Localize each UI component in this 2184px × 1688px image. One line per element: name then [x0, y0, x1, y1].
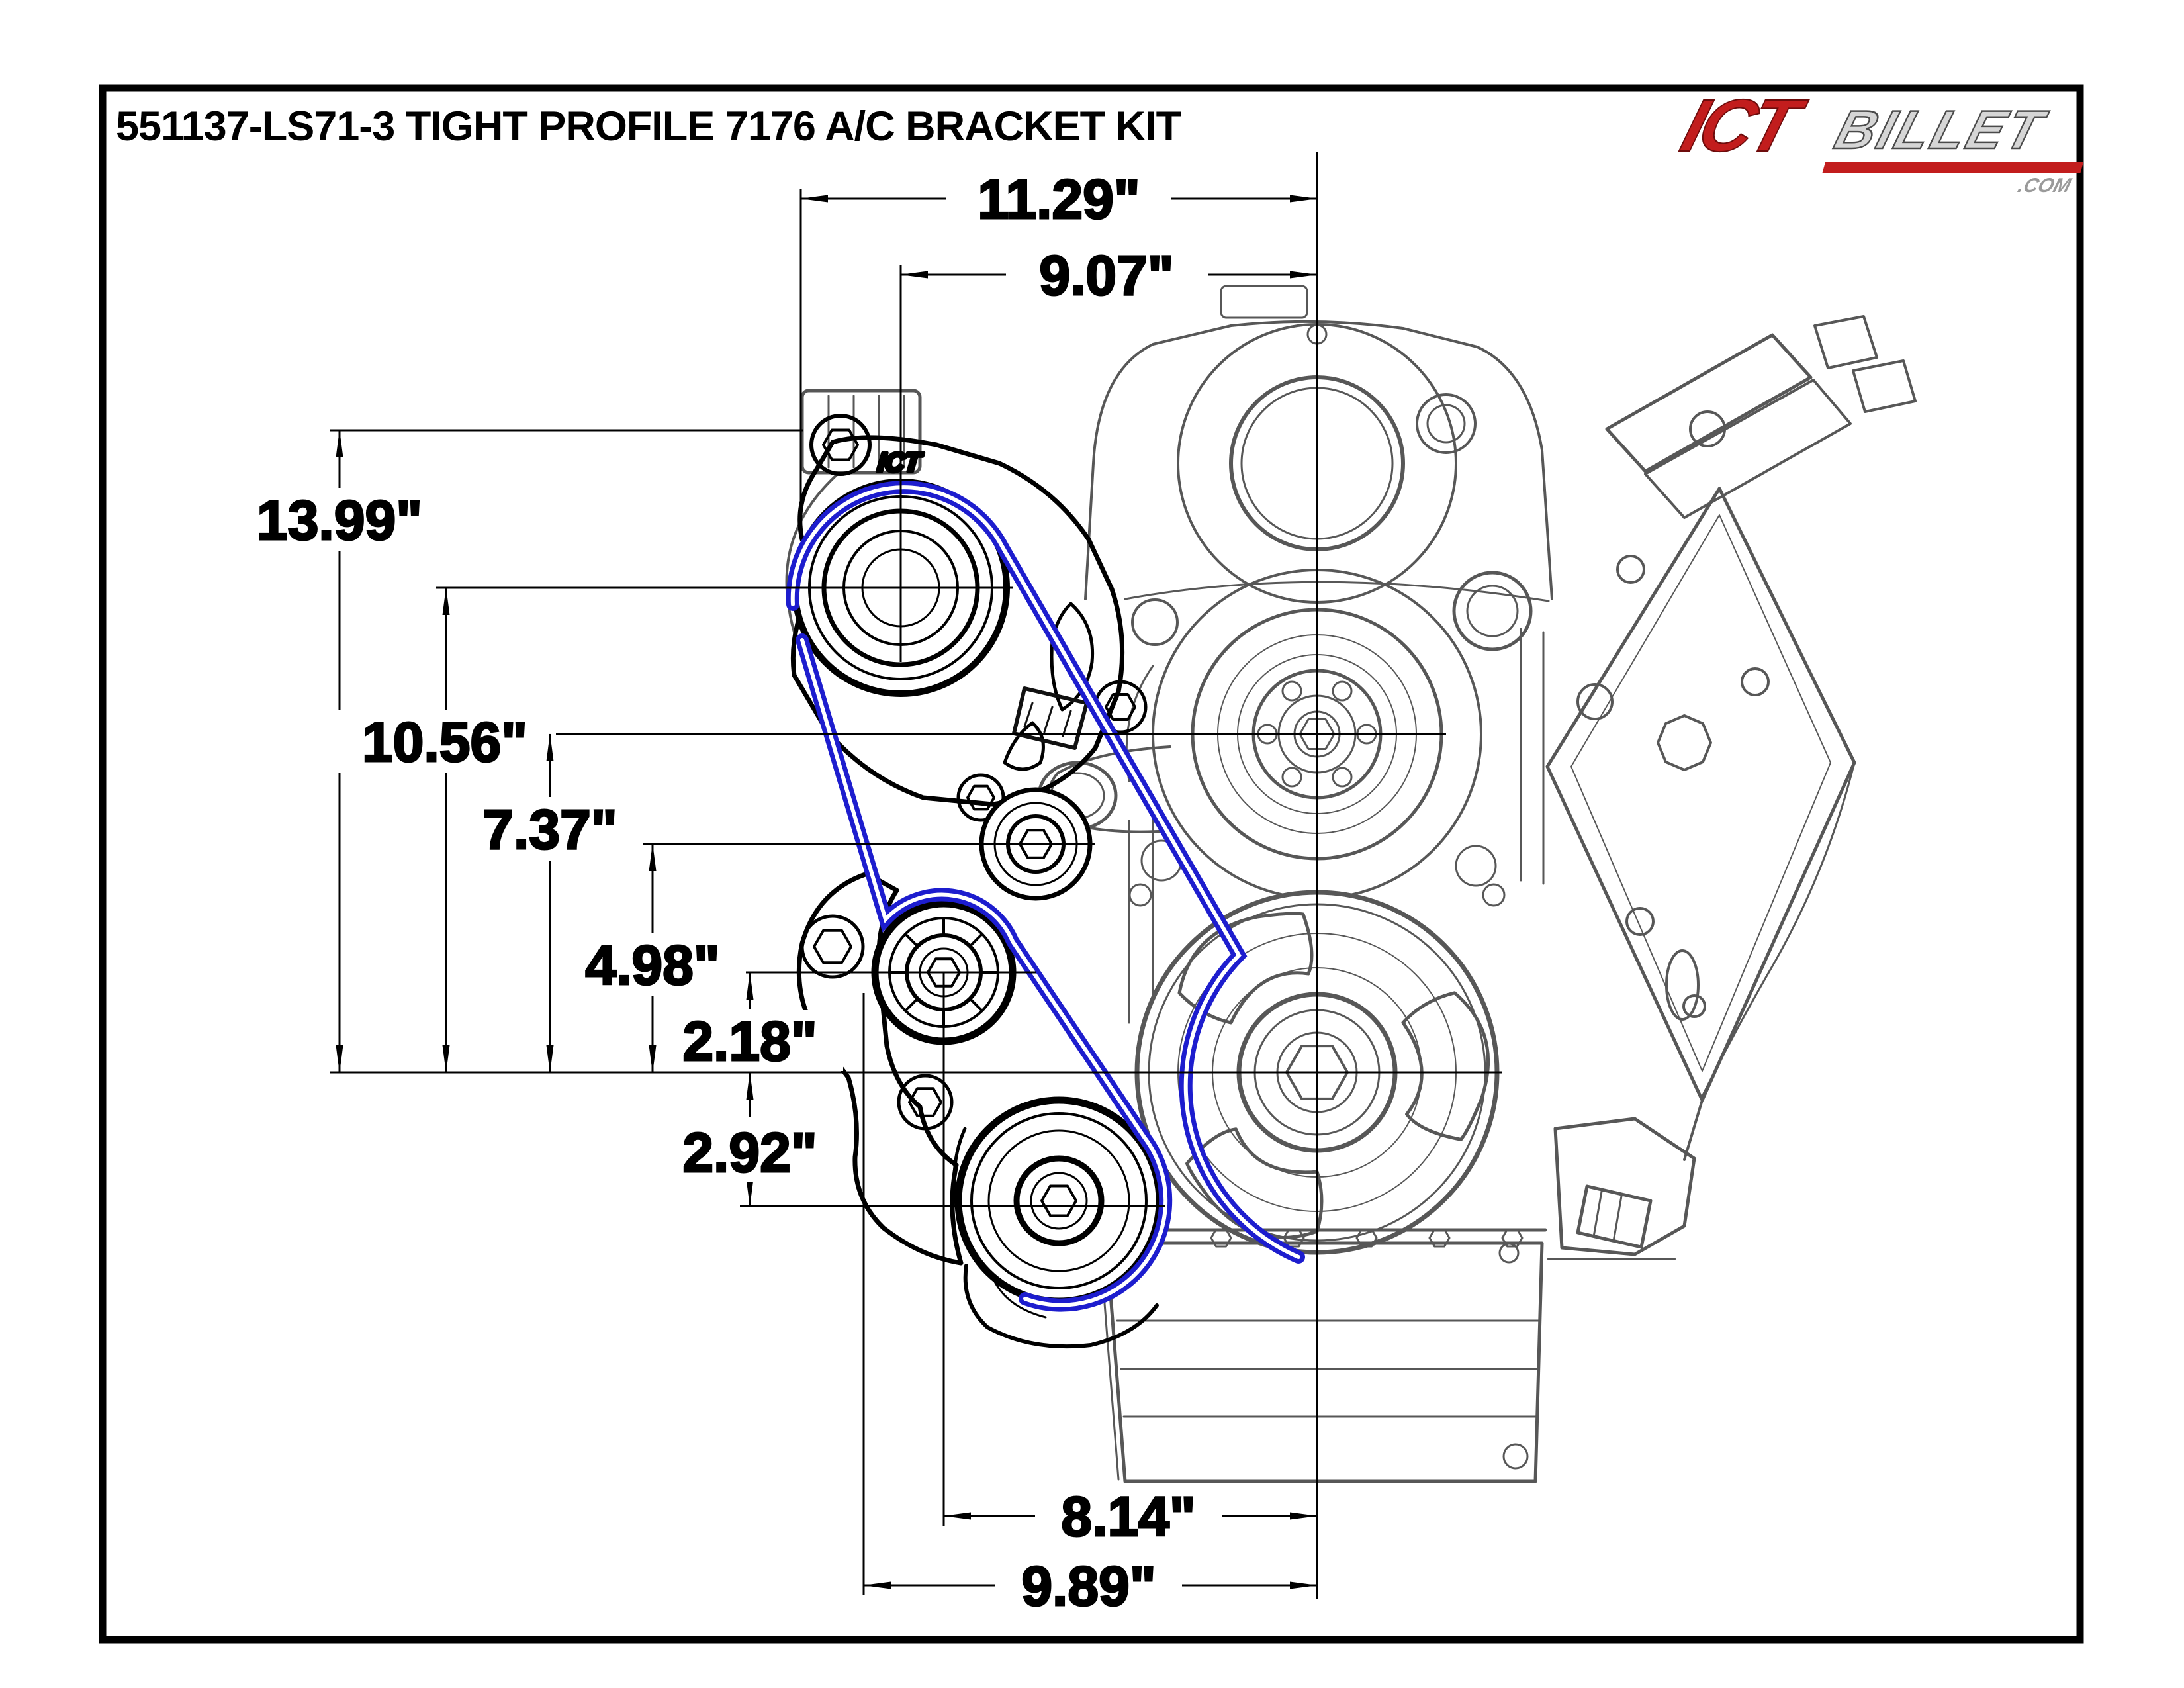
- engine-mount: [1553, 1117, 1696, 1256]
- oil-pan: [1097, 1228, 1547, 1483]
- ac-compressor: [952, 1096, 1163, 1349]
- dim-13-99: 13.99": [257, 489, 422, 551]
- dim-2-18: 2.18": [682, 1010, 817, 1072]
- dim-4-98: 4.98": [585, 934, 719, 996]
- dim-8-14: 8.14": [1061, 1485, 1195, 1548]
- dim-7-37: 7.37": [482, 798, 617, 861]
- ac-compressor-body: [963, 1264, 1159, 1349]
- heater-hose-port: [1452, 571, 1533, 651]
- ict-billet-logo: ICT BILLET .COM: [1672, 84, 2084, 197]
- dimensions: 11.29" 9.07" 13.99" 10.56" 7.37" 4.98" 2…: [230, 152, 1502, 1618]
- engine-block-right: [1547, 761, 1856, 1260]
- valve-cover: [1605, 315, 1917, 519]
- drawing-border: [99, 84, 2084, 1644]
- dim-9-89: 9.89": [1021, 1555, 1156, 1617]
- hose-barb-fitting: [1012, 686, 1089, 750]
- logo-ict-text: ICT: [1673, 85, 1813, 167]
- dim-11-29: 11.29": [978, 168, 1140, 230]
- drawing-title: 551137-LS71-3 TIGHT PROFILE 7176 A/C BRA…: [116, 103, 1181, 150]
- dim-9-07: 9.07": [1039, 244, 1173, 306]
- serpentine-belt: [786, 481, 1305, 1312]
- dim-10-56: 10.56": [362, 711, 527, 773]
- tensioner-bracket: [799, 871, 961, 1266]
- dim-2-92: 2.92": [682, 1121, 817, 1184]
- logo-red-underline: [1822, 162, 2084, 173]
- logo-com-text: .COM: [2015, 175, 2074, 197]
- logo-billet-text: BILLET: [1829, 99, 2053, 160]
